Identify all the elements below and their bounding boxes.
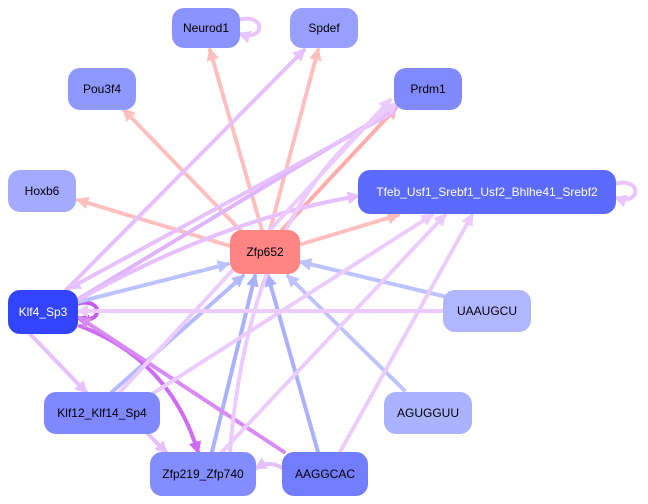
node-box[interactable] xyxy=(384,392,472,434)
node-neurod1[interactable]: Neurod1 xyxy=(172,8,240,48)
edge-klf12-to-tfeb xyxy=(150,213,435,396)
node-label: Zfp219_Zfp740 xyxy=(162,467,244,481)
node-box[interactable] xyxy=(8,290,78,334)
edge-klf4-to-tfeb xyxy=(76,191,361,302)
node-box[interactable] xyxy=(44,392,160,434)
edge-tfeb-to-tfeb xyxy=(612,180,638,208)
node-box[interactable] xyxy=(443,290,531,332)
node-box[interactable] xyxy=(358,170,616,214)
node-pou3f4[interactable]: Pou3f4 xyxy=(68,68,136,110)
node-label: Spdef xyxy=(308,21,340,35)
edge-klf4-to-spdef xyxy=(64,48,306,292)
node-klf4[interactable]: Klf4_Sp3 xyxy=(8,290,78,334)
node-zfp652[interactable]: Zfp652 xyxy=(230,230,300,274)
node-label: AGUGGUU xyxy=(397,406,459,420)
node-prdm1[interactable]: Prdm1 xyxy=(394,68,462,110)
node-label: UAAUGCU xyxy=(457,304,517,318)
node-label: Zfp652 xyxy=(246,245,284,259)
edge-klf4-to-zfp652 xyxy=(76,260,231,304)
edge-aaggcac-to-zfp219 xyxy=(253,457,284,470)
node-label: Klf4_Sp3 xyxy=(19,305,68,319)
edge-klf4-to-klf12 xyxy=(28,332,88,394)
node-aaggcac[interactable]: AAGGCAC xyxy=(282,452,368,496)
node-box[interactable] xyxy=(282,452,368,496)
node-zfp219[interactable]: Zfp219_Zfp740 xyxy=(150,452,256,496)
node-label: Hoxb6 xyxy=(25,184,60,198)
edge-zfp219-to-tfeb xyxy=(220,213,447,454)
edge-klf12-to-zfp652 xyxy=(110,274,245,394)
node-box[interactable] xyxy=(172,8,240,48)
node-klf12[interactable]: Klf12_Klf14_Sp4 xyxy=(44,392,160,434)
node-label: Pou3f4 xyxy=(83,82,121,96)
node-label: Klf12_Klf14_Sp4 xyxy=(57,406,147,420)
node-box[interactable] xyxy=(394,68,462,110)
edge-klf4-to-zfp219 xyxy=(78,324,202,455)
edge-prdm1-to-klf4 xyxy=(67,110,396,290)
edge-agugguu-to-zfp652 xyxy=(286,274,406,392)
edges-layer xyxy=(28,16,638,470)
node-box[interactable] xyxy=(8,170,76,212)
node-box[interactable] xyxy=(230,230,300,274)
edge-zfp652-to-tfeb xyxy=(300,211,401,246)
node-box[interactable] xyxy=(150,452,256,496)
node-hoxb6[interactable]: Hoxb6 xyxy=(8,170,76,212)
node-tfeb[interactable]: Tfeb_Usf1_Srebf1_Usf2_Bhlhe41_Srebf2 xyxy=(358,170,616,214)
edge-aaggcac-to-tfeb xyxy=(338,212,474,454)
edge-aaggcac-to-klf4 xyxy=(77,316,286,454)
node-agugguu[interactable]: AGUGGUU xyxy=(384,392,472,434)
node-spdef[interactable]: Spdef xyxy=(290,8,358,48)
edge-uaaugcu-to-zfp652 xyxy=(298,258,445,298)
node-label: Neurod1 xyxy=(183,21,229,35)
node-box[interactable] xyxy=(68,68,136,110)
node-box[interactable] xyxy=(290,8,358,48)
edge-zfp652-to-spdef xyxy=(268,47,322,232)
node-uaaugcu[interactable]: UAAUGCU xyxy=(443,290,531,332)
edge-zfp652-to-neurod1 xyxy=(206,47,264,232)
edge-klf12-to-zfp219 xyxy=(146,432,168,454)
edge-aaggcac-to-zfp652 xyxy=(264,273,320,454)
node-label: Tfeb_Usf1_Srebf1_Usf2_Bhlhe41_Srebf2 xyxy=(376,185,598,199)
node-label: Prdm1 xyxy=(410,82,446,96)
edge-zfp219-to-zfp652 xyxy=(210,273,259,454)
node-label: AAGGCAC xyxy=(295,467,355,481)
edge-neurod1-to-neurod1 xyxy=(236,16,262,44)
